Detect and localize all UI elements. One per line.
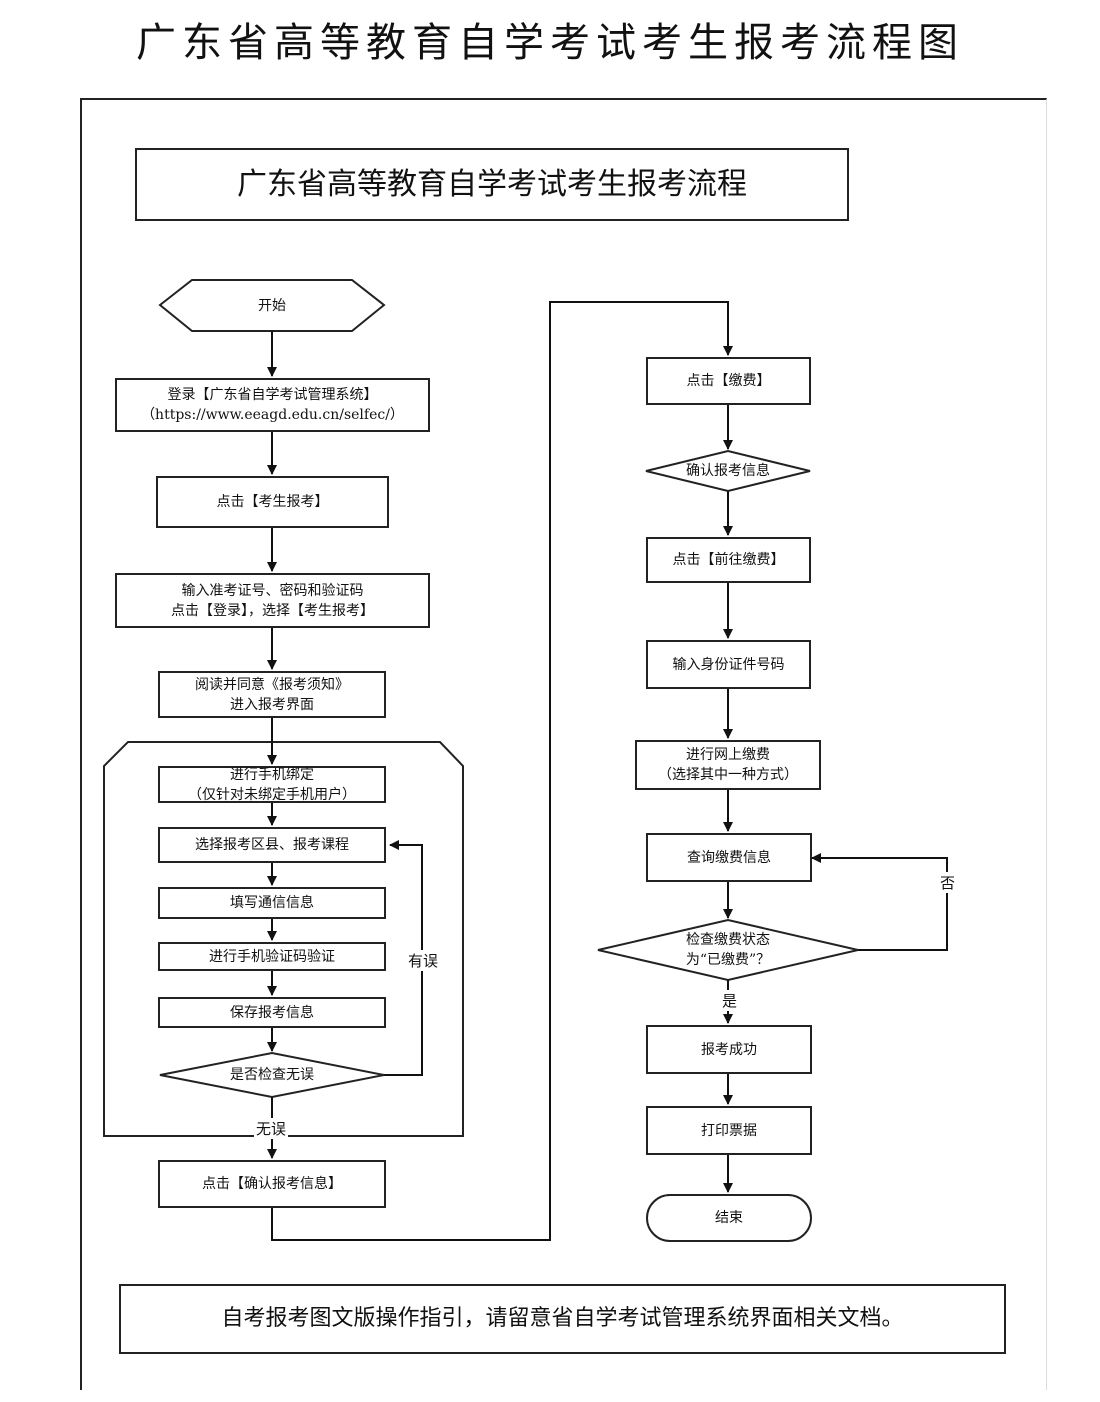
input-credentials-step: 输入准考证号、密码和验证码 点击【登录】，选择【考生报考】 [115, 573, 430, 628]
sms-verify-step: 进行手机验证码验证 [158, 942, 386, 971]
input-id-step: 输入身份证件号码 [646, 640, 811, 689]
bind-step-line2: （仅针对未绑定手机用户） [188, 786, 356, 803]
print-receipt-step: 打印票据 [646, 1106, 812, 1155]
input-step-line1: 输入准考证号、密码和验证码 [181, 582, 364, 599]
success-step: 报考成功 [646, 1025, 812, 1074]
click-pay-step: 点击【缴费】 [646, 357, 811, 405]
check-status-line1: 检查缴费状态 [686, 932, 770, 948]
confirm-info-step: 点击【确认报考信息】 [158, 1160, 386, 1208]
flow-title: 广东省高等教育自学考试考生报考流程 [135, 148, 849, 221]
fill-contact-step: 填写通信信息 [158, 887, 386, 919]
check-status-line2: 为“已缴费”？ [685, 952, 771, 968]
online-pay-step: 进行网上缴费 （选择其中一种方式） [635, 740, 821, 790]
input-step-line2: 点击【登录】，选择【考生报考】 [171, 602, 374, 619]
label-yes: 是 [720, 990, 740, 1011]
form-group-outline [103, 741, 464, 1137]
label-error: 有误 [406, 950, 441, 971]
online-pay-line2: （选择其中一种方式） [658, 767, 798, 783]
go-pay-step: 点击【前往缴费】 [646, 537, 811, 583]
phone-bind-step: 进行手机绑定 （仅针对未绑定手机用户） [158, 766, 386, 803]
connector-left-to-right [271, 301, 733, 1241]
start-node: 开始 [258, 297, 286, 314]
check-ok-decision: 是否检查无误 [230, 1067, 314, 1083]
check-status-decision: 检查缴费状态 为“已缴费”？ [638, 928, 818, 972]
query-pay-step: 查询缴费信息 [646, 833, 812, 882]
label-no: 否 [938, 872, 958, 893]
end-node: 结束 [646, 1194, 812, 1242]
bind-step-line1: 进行手机绑定 [230, 766, 314, 783]
arrow-status-no [811, 853, 948, 951]
login-step-line1: 登录【广东省自学考试管理系统】 [167, 387, 378, 403]
page-title: 广东省高等教育自学考试考生报考流程图 [136, 20, 964, 66]
click-apply-step: 点击【考生报考】 [156, 476, 389, 528]
read-step-line1: 阅读并同意《报考须知》 [195, 676, 349, 693]
diagram-frame [80, 98, 1047, 1390]
note-box: 自考报考图文版操作指引，请留意省自学考试管理系统界面相关文档。 [119, 1284, 1006, 1354]
confirm-apply-info-decision: 确认报考信息 [686, 463, 770, 479]
save-info-step: 保存报考信息 [158, 997, 386, 1028]
online-pay-line1: 进行网上缴费 [686, 747, 770, 763]
confirm-apply-info-shape [645, 449, 811, 493]
login-step: 登录【广东省自学考试管理系统】 （https://www.eeagd.edu.c… [115, 378, 430, 432]
start-shape [158, 279, 386, 332]
login-step-line2: （https://www.eeagd.edu.cn/selfec/） [141, 407, 404, 423]
select-course-step: 选择报考区县、报考课程 [158, 827, 386, 863]
label-ok: 无误 [254, 1118, 289, 1139]
read-step-line2: 进入报考界面 [230, 696, 314, 713]
read-notice-step: 阅读并同意《报考须知》 进入报考界面 [158, 671, 386, 718]
